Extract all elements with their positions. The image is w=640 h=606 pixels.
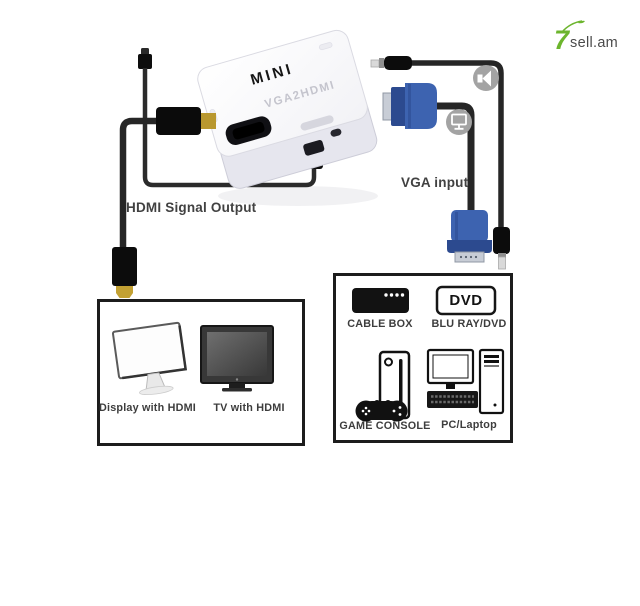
mini-usb-port	[303, 140, 325, 156]
vga-port-slot	[300, 115, 334, 131]
tv-icon	[200, 325, 274, 392]
hdmi-plug-end	[112, 247, 137, 286]
logo-leaf-icon	[561, 20, 585, 33]
vga-cable	[382, 83, 492, 263]
hdmi-plug	[156, 107, 216, 135]
hdmi-output-label: HDMI Signal Output	[126, 200, 257, 215]
converter-shadow	[218, 186, 378, 206]
blu-ray-dvd-label: BLU RAY/DVD	[431, 318, 507, 330]
dvd-player-icon	[435, 285, 497, 316]
pc-icon	[426, 348, 505, 415]
tv-with-hdmi-label: TV with HDMI	[213, 402, 285, 414]
vga-connector-bottom	[447, 210, 492, 263]
monitor-icon	[446, 109, 472, 135]
dvd-badge: DVD	[449, 292, 483, 309]
display-with-hdmi-label: Display with HDMI	[99, 402, 196, 414]
converter-box	[197, 29, 378, 189]
aux-port	[330, 128, 342, 137]
game-console-icon	[355, 350, 411, 422]
hdmi-plug-gold-tip	[116, 286, 133, 298]
led-slot	[318, 42, 333, 51]
imac-display-icon	[111, 321, 188, 396]
logo-prefix: 7	[554, 25, 570, 55]
game-console-label: GAME CONSOLE	[339, 420, 431, 432]
logo-text: sell.am	[570, 35, 619, 51]
vga-connector-top	[382, 83, 437, 129]
audio-jack-bottom	[493, 227, 510, 270]
pc-laptop-label: PC/Laptop	[441, 419, 497, 431]
cable-box-label: CABLE BOX	[347, 318, 413, 330]
cable-box-icon	[352, 288, 409, 313]
speaker-icon	[473, 65, 499, 91]
audio-jack-top	[370, 56, 412, 70]
hdmi-cable	[112, 117, 165, 298]
vga-input-label: VGA input	[401, 175, 469, 190]
audio-cable	[370, 56, 510, 270]
